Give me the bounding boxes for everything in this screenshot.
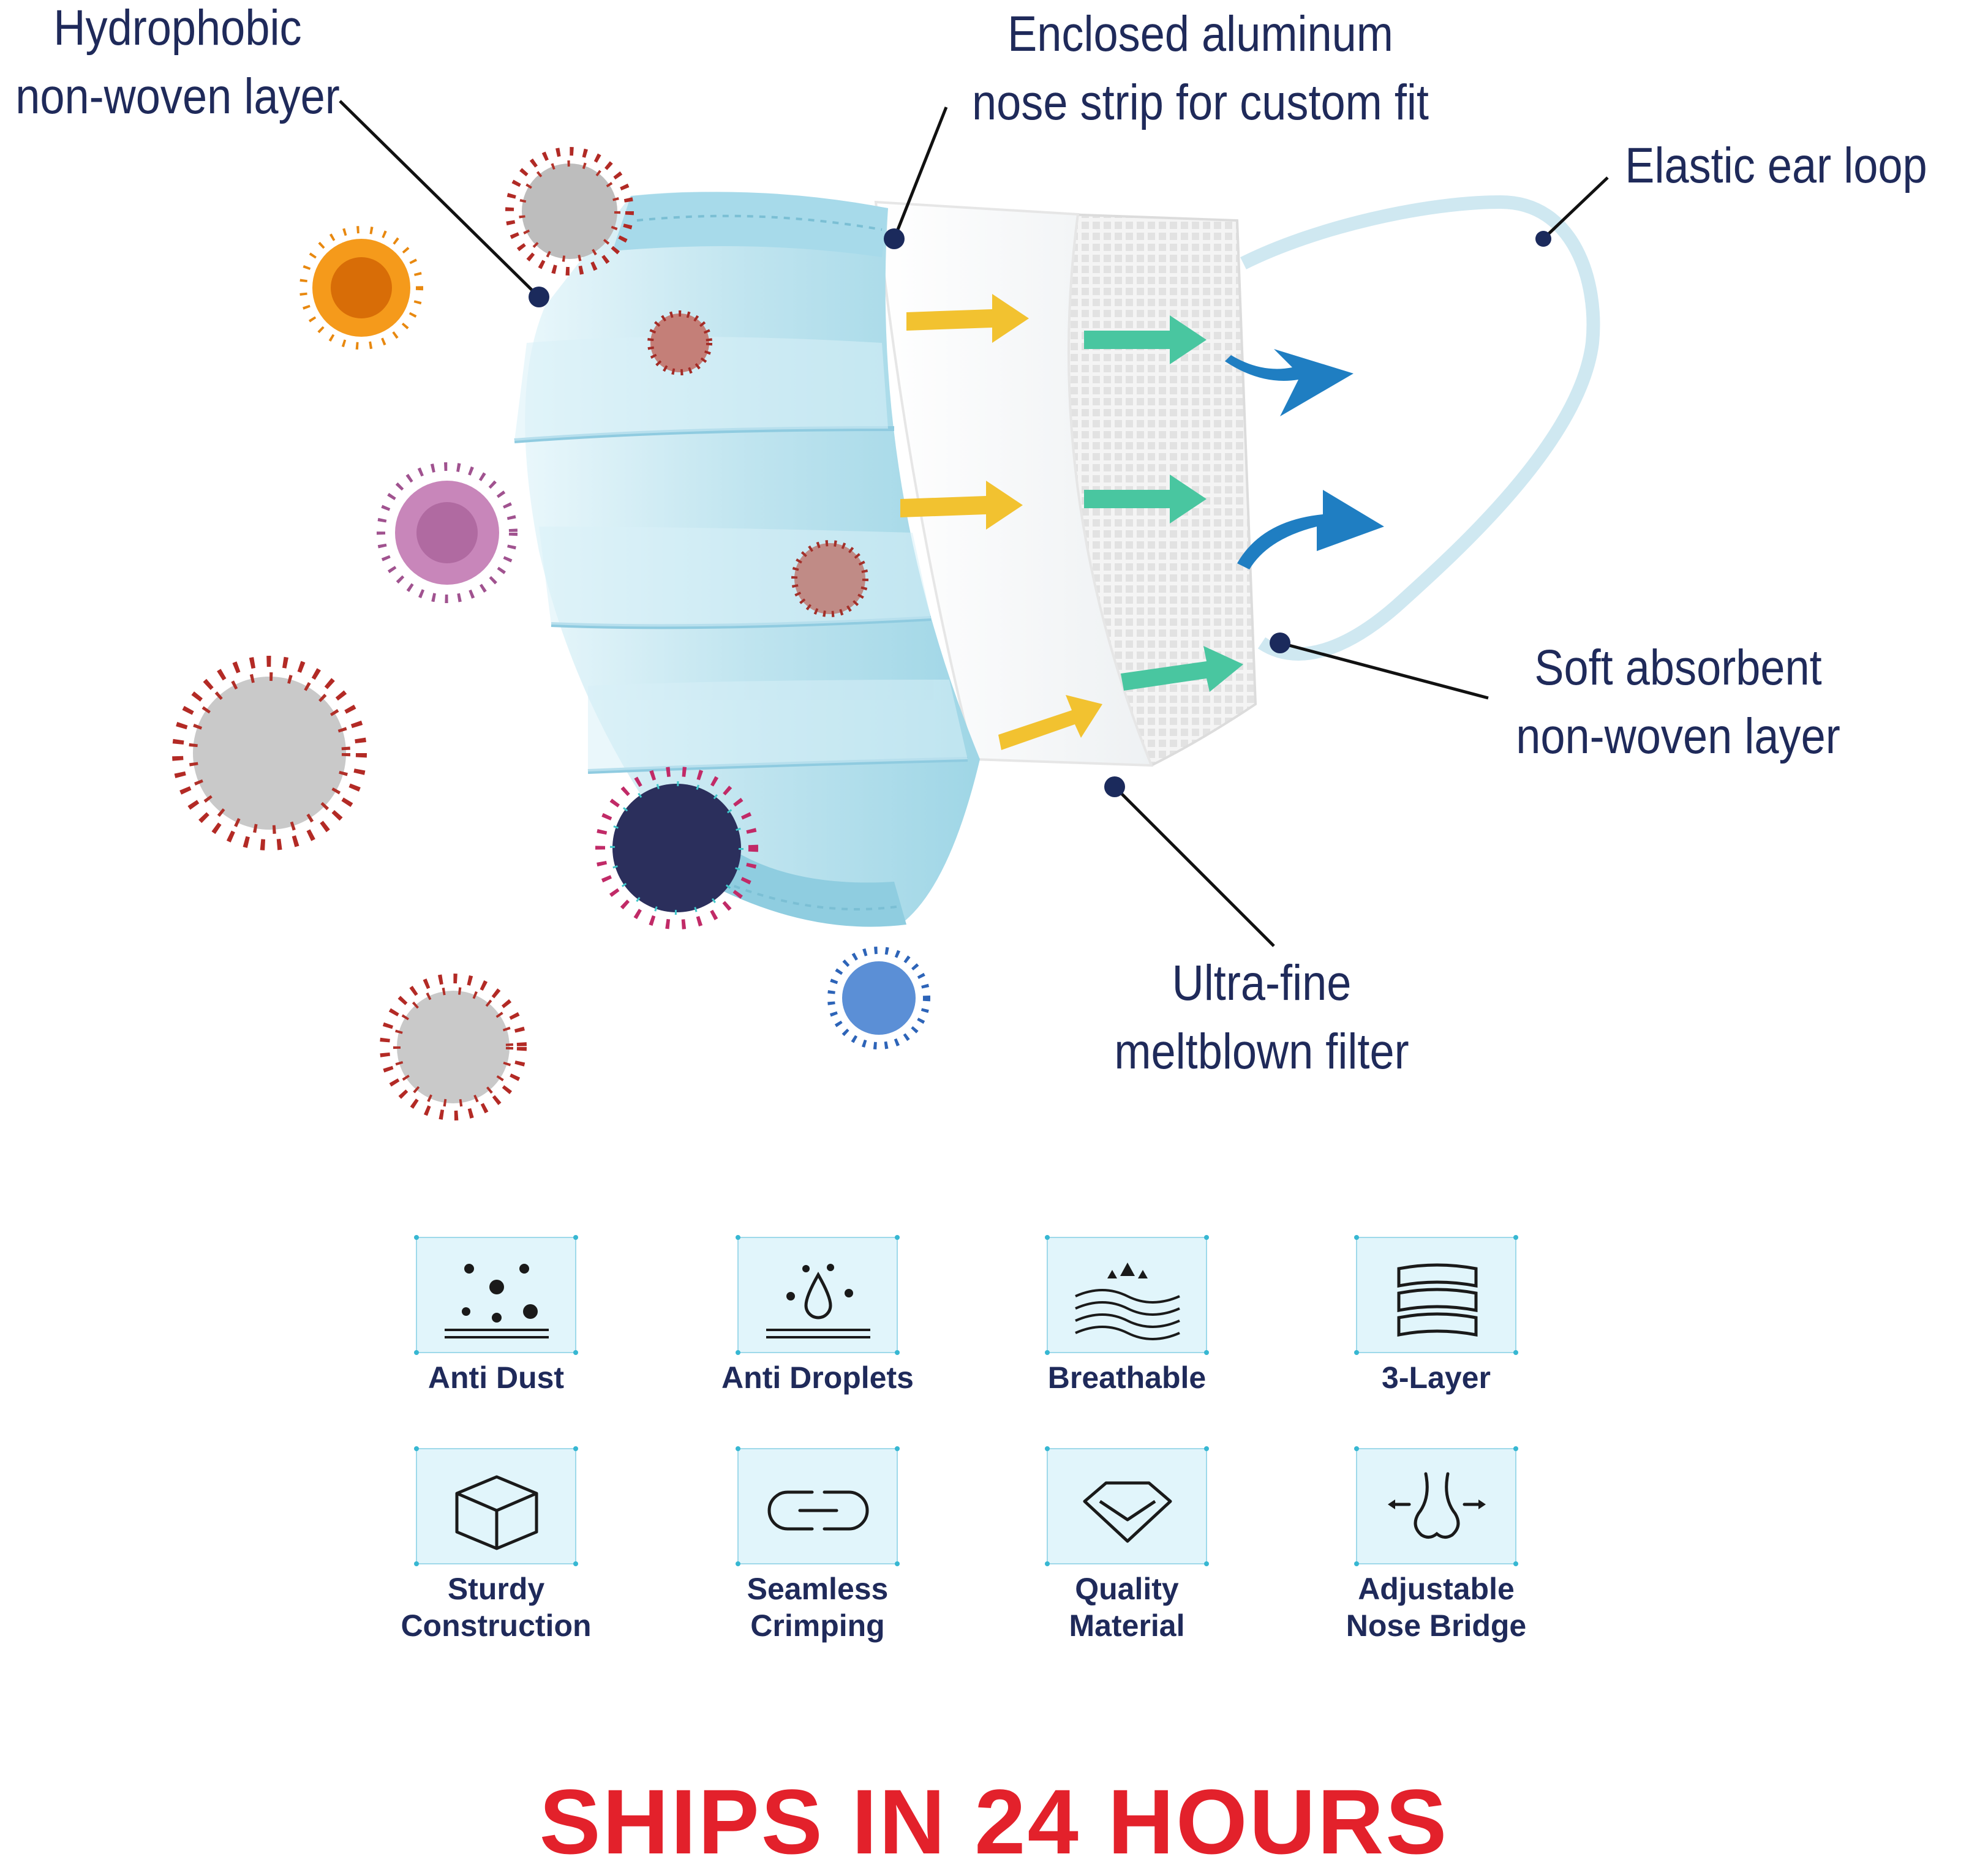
leader-dots <box>529 228 1551 797</box>
droplet-icon <box>766 1264 870 1338</box>
callout-hydrophobic-layer: Hydrophobic non-woven layer <box>15 0 340 124</box>
callout-meltblown-filter: Ultra-fine meltblown filter <box>1114 955 1409 1079</box>
feature-seamless-crimping: Seamless Crimping <box>674 1446 962 1644</box>
feature-icon-box <box>736 1446 900 1566</box>
leader-lines <box>339 100 1609 947</box>
feature-icon-box <box>1354 1235 1518 1355</box>
green-arrows <box>1084 315 1243 692</box>
feature-label: 3-Layer <box>1382 1361 1491 1395</box>
yellow-arrows <box>900 294 1102 750</box>
particles-icon <box>445 1264 549 1338</box>
feature-label: Breathable <box>1047 1361 1207 1395</box>
virus-red-mid <box>791 540 868 617</box>
feature-icon-box <box>414 1235 578 1355</box>
virus-red-bottom <box>380 974 527 1120</box>
callout-nose-strip: Enclosed aluminum nose strip for custom … <box>972 6 1429 130</box>
virus-orange <box>299 226 423 350</box>
feature-quality-material: Quality Material <box>983 1446 1271 1644</box>
ear-loop <box>1240 195 1600 661</box>
meltblown-layer <box>874 200 1153 767</box>
feature-3-layer: 3-Layer <box>1292 1235 1580 1396</box>
crimp-link-icon <box>767 1490 869 1531</box>
feature-anti-droplets: Anti Droplets <box>674 1235 962 1396</box>
feature-label: Adjustable Nose Bridge <box>1346 1572 1527 1643</box>
feature-icon-box <box>736 1235 900 1355</box>
feature-label: Sturdy Construction <box>401 1572 592 1643</box>
virus-red-small-top <box>505 147 634 276</box>
feature-anti-dust: Anti Dust <box>352 1235 640 1396</box>
breathable-waves-icon <box>1075 1263 1180 1340</box>
cube-icon <box>455 1475 538 1550</box>
three-layer-icon <box>1397 1263 1478 1337</box>
callout-soft-layer: Soft absorbent non-woven layer <box>1516 640 1840 764</box>
feature-icon-box <box>1045 1235 1209 1355</box>
feature-label: Quality Material <box>1069 1572 1185 1643</box>
virus-red-tiny <box>647 310 712 375</box>
feature-icon-box <box>1045 1446 1209 1566</box>
feature-sturdy-construction: Sturdy Construction <box>352 1446 640 1644</box>
mask-illustration <box>172 100 1609 1120</box>
nose-icon <box>1388 1472 1486 1539</box>
diamond-icon <box>1083 1481 1172 1543</box>
virus-red-large <box>172 656 367 850</box>
feature-icon-box <box>414 1446 578 1566</box>
feature-label: Seamless Crimping <box>747 1572 889 1643</box>
virus-blue <box>827 947 930 1049</box>
virus-pink <box>377 462 518 603</box>
virus-navy <box>595 767 758 929</box>
feature-label: Anti Droplets <box>721 1361 914 1395</box>
feature-adjustable-nose-bridge: Adjustable Nose Bridge <box>1292 1446 1580 1644</box>
callout-ear-loop: Elastic ear loop <box>1625 138 1927 193</box>
feature-label: Anti Dust <box>427 1361 565 1395</box>
ships-banner: SHIPS IN 24 HOURS <box>539 1770 1449 1873</box>
virus-particles <box>172 147 930 1120</box>
feature-icon-box <box>1354 1446 1518 1566</box>
feature-breathable: Breathable <box>983 1235 1271 1396</box>
blue-arrows <box>1225 349 1384 569</box>
